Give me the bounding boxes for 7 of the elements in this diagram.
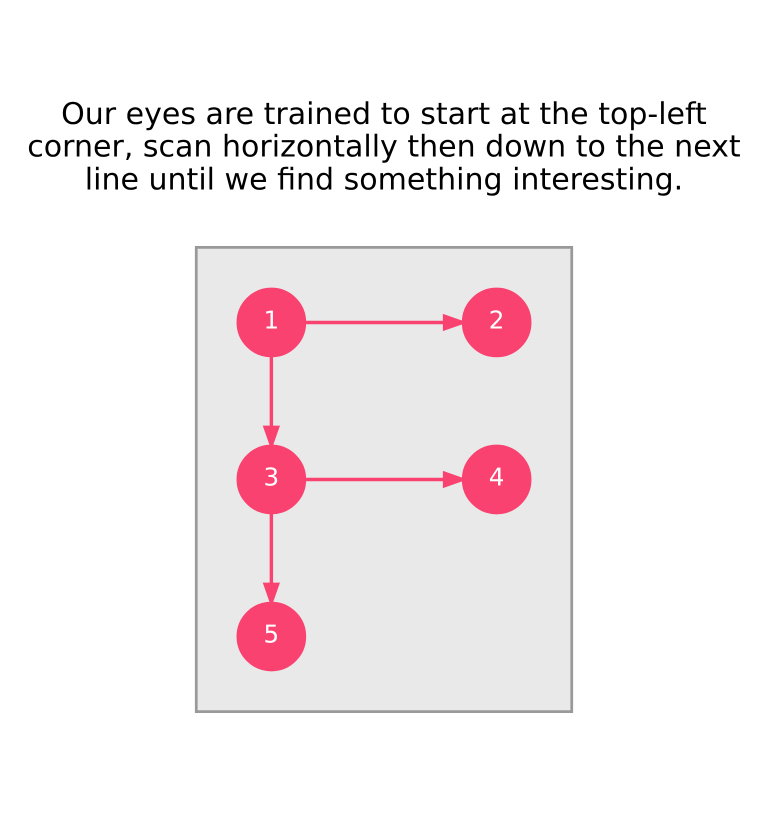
cluster [194,246,574,712]
node-circle: 1 [236,287,306,357]
node-circle: 4 [462,444,532,514]
node-circle: 3 [236,444,306,514]
node-circle: 2 [462,287,532,357]
node-circle: 5 [236,601,306,671]
diagram-title: Our eyes are trained to start at the top-left corner, scan horizontally then down to the next line until we find something interesting. [27,96,741,197]
